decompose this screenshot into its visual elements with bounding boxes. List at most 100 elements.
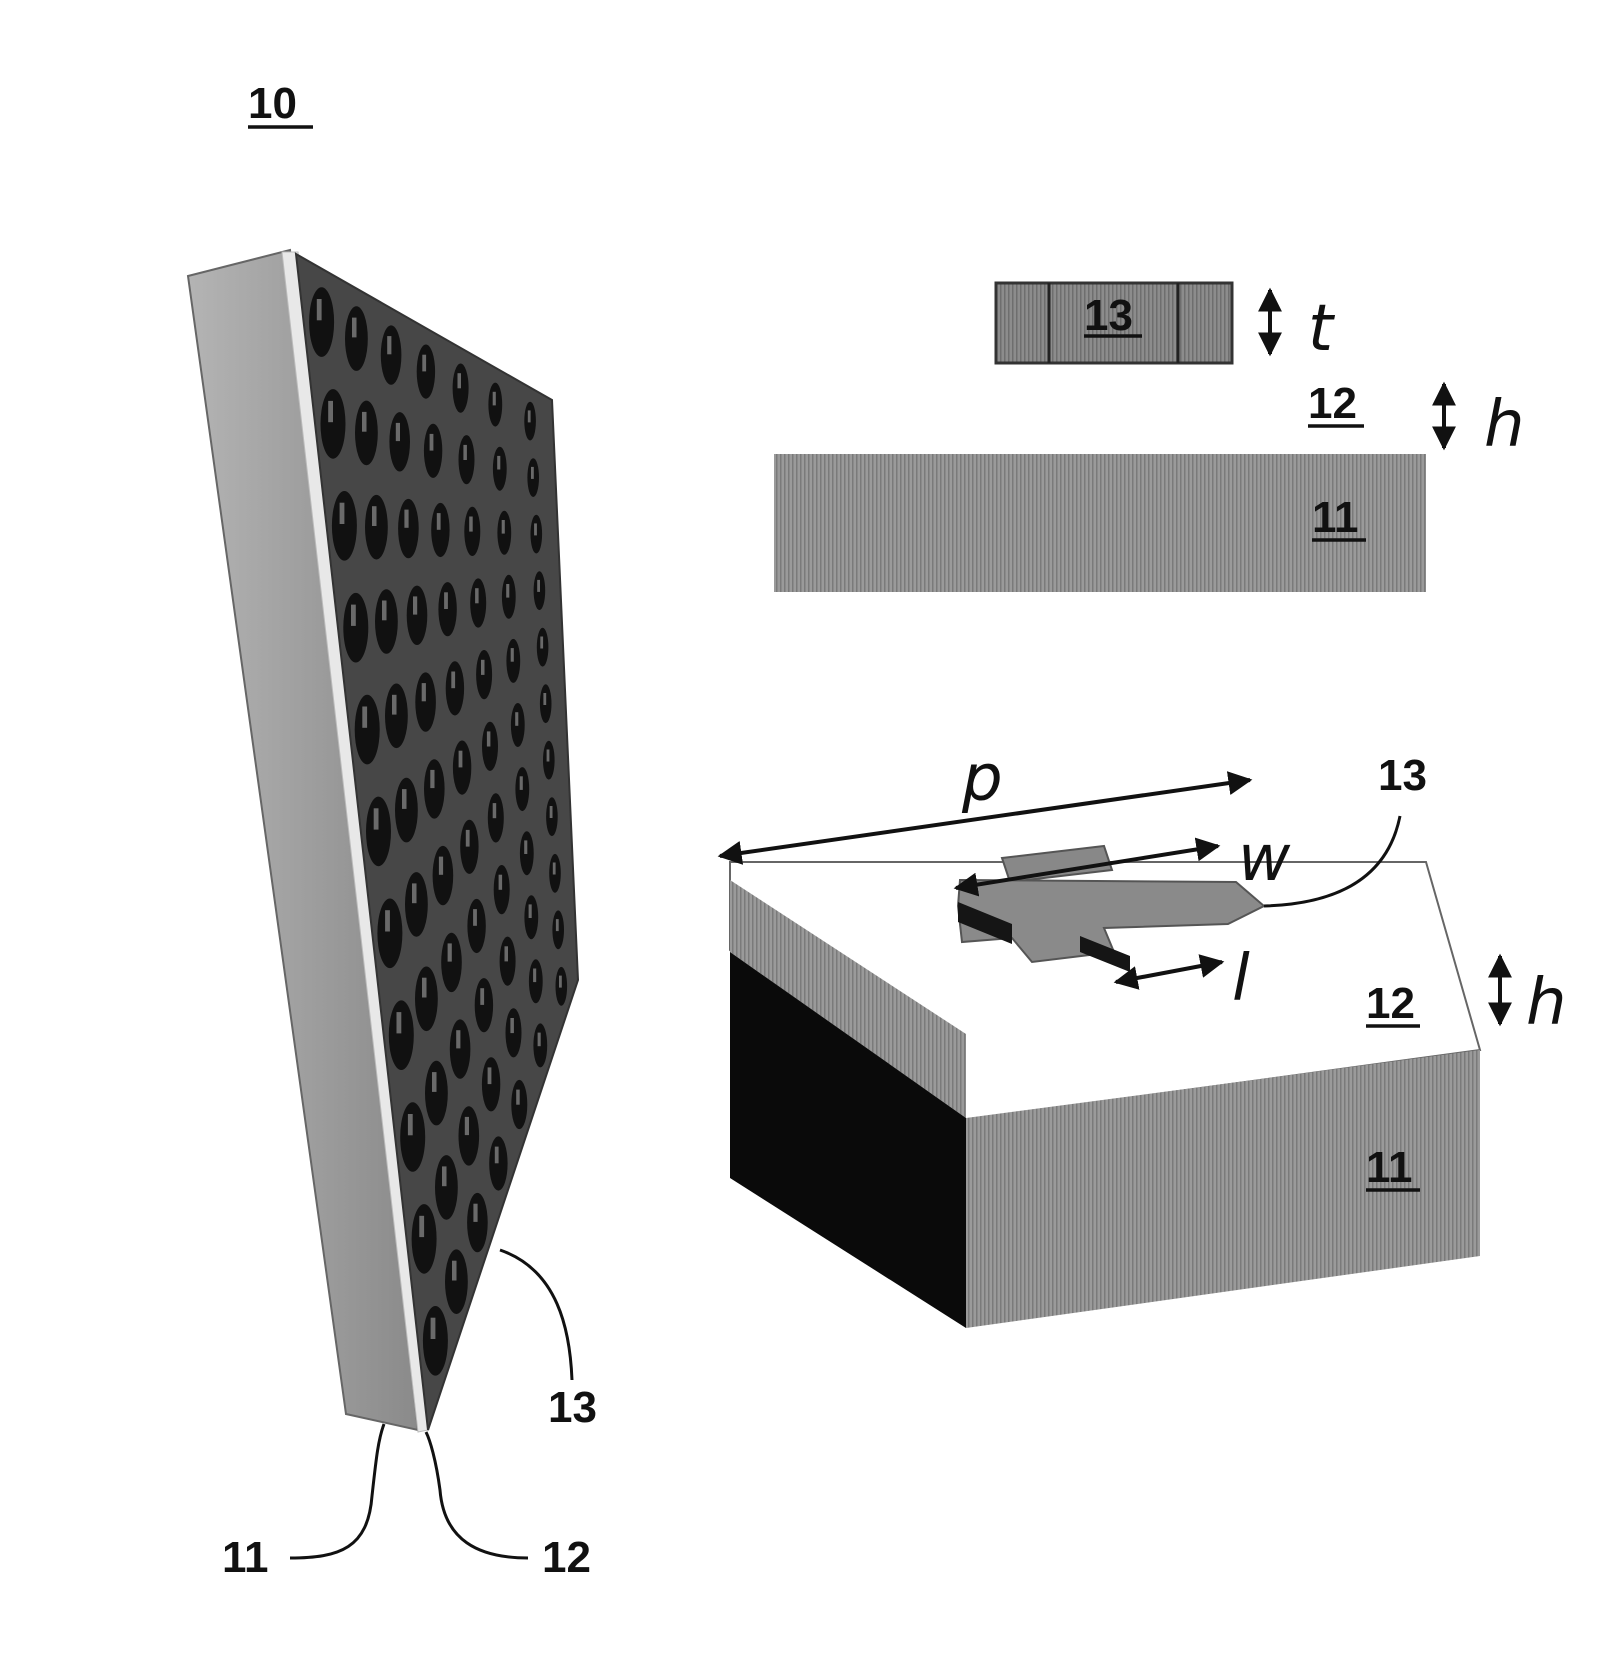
resonator-highlight — [387, 336, 391, 354]
resonator-element — [424, 759, 445, 818]
resonator-highlight — [402, 789, 407, 809]
resonator-highlight — [516, 1090, 520, 1105]
resonator-highlight — [499, 875, 503, 890]
resonator-highlight — [488, 1067, 492, 1084]
resonator-element — [435, 1155, 458, 1220]
resonator-element — [415, 672, 436, 731]
resonator-highlight — [404, 510, 408, 528]
dim-w: w — [1238, 822, 1291, 896]
resonator-element — [445, 1249, 468, 1314]
resonator-highlight — [430, 770, 434, 788]
resonator-highlight — [547, 750, 550, 762]
label-13-unit-cell: 13 — [1378, 751, 1427, 800]
resonator-highlight — [538, 1033, 541, 1047]
resonator-highlight — [515, 712, 518, 726]
resonator-element — [407, 586, 428, 645]
resonator-highlight — [531, 467, 534, 479]
resonator-highlight — [442, 1166, 447, 1186]
resonator-element — [459, 1106, 480, 1165]
resonator-highlight — [553, 863, 556, 875]
resonator-element — [482, 1057, 500, 1111]
resonator-element — [400, 1102, 425, 1172]
resonator-element — [460, 820, 478, 874]
metasurface-panel — [188, 250, 578, 1432]
resonator-highlight — [451, 672, 455, 689]
label-12-left: 12 — [542, 1533, 591, 1582]
resonator-highlight — [412, 883, 417, 903]
resonator-element — [441, 933, 462, 992]
resonator-element — [425, 1061, 448, 1126]
label-11-cross-section: 11 — [1312, 493, 1359, 542]
label-13-cross-section: 13 — [1084, 291, 1133, 340]
label-13-left: 13 — [548, 1383, 597, 1432]
resonator-element — [433, 846, 454, 905]
resonator-element — [398, 499, 419, 558]
resonator-highlight — [382, 601, 387, 621]
resonator-highlight — [524, 840, 527, 854]
resonator-highlight — [385, 910, 390, 931]
resonator-element — [365, 495, 388, 560]
resonator-element — [343, 593, 368, 663]
resonator-highlight — [469, 517, 473, 532]
resonator-highlight — [452, 1261, 457, 1281]
resonator-highlight — [480, 988, 484, 1005]
resonator-highlight — [502, 520, 505, 534]
resonator-highlight — [540, 637, 543, 649]
resonator-highlight — [444, 592, 448, 609]
resonator-element — [438, 582, 456, 636]
resonator-highlight — [473, 1204, 477, 1222]
resonator-highlight — [317, 299, 322, 320]
resonator-highlight — [550, 806, 553, 818]
resonator-element — [309, 287, 334, 357]
resonator-element — [345, 306, 368, 371]
resonator-highlight — [495, 1147, 499, 1164]
resonator-highlight — [537, 580, 540, 592]
resonator-highlight — [437, 513, 441, 530]
resonator-highlight — [534, 523, 537, 535]
cross-section: 13 t 12 h 11 — [774, 283, 1525, 592]
resonator-element — [355, 401, 378, 466]
resonator-element — [366, 797, 391, 867]
resonator-highlight — [362, 412, 367, 432]
resonator-element — [475, 978, 493, 1032]
resonator-element — [467, 1193, 488, 1252]
resonator-highlight — [408, 1114, 413, 1135]
resonator-highlight — [413, 596, 417, 614]
resonator-highlight — [459, 751, 463, 768]
resonator-highlight — [392, 695, 397, 715]
resonator-highlight — [458, 373, 462, 388]
leader-13-left — [500, 1250, 572, 1380]
resonator-highlight — [559, 976, 562, 988]
resonator-highlight — [505, 946, 509, 961]
resonator-highlight — [372, 506, 377, 526]
resonator-element — [412, 1204, 437, 1274]
resonator-highlight — [432, 1072, 437, 1092]
resonator-element — [375, 589, 398, 654]
resonator-element — [355, 695, 380, 765]
resonator-highlight — [431, 1318, 436, 1339]
label-12-cross-section: 12 — [1308, 379, 1357, 428]
resonator-highlight — [520, 776, 523, 790]
leader-11-left — [290, 1424, 384, 1558]
resonator-highlight — [465, 1117, 469, 1135]
resonator-highlight — [493, 392, 496, 406]
dim-h-unit-cell: h — [1526, 966, 1567, 1040]
device-label-group: 10 — [248, 79, 313, 128]
resonator-highlight — [340, 503, 345, 524]
resonator-element — [431, 503, 449, 557]
resonator-highlight — [396, 423, 400, 441]
resonator-highlight — [439, 857, 443, 875]
resonator-element — [489, 1136, 507, 1190]
resonator-highlight — [487, 731, 491, 746]
label-11-left: 11 — [222, 1533, 269, 1582]
unit-cell: p w l 13 12 h 11 — [720, 742, 1567, 1328]
resonator-element — [395, 778, 418, 843]
resonator-highlight — [351, 605, 356, 626]
resonator-highlight — [475, 588, 479, 603]
resonator-highlight — [528, 410, 531, 422]
dim-l: l — [1232, 942, 1250, 1016]
resonator-highlight — [529, 904, 532, 918]
resonator-highlight — [556, 919, 559, 931]
resonator-highlight — [362, 707, 367, 728]
